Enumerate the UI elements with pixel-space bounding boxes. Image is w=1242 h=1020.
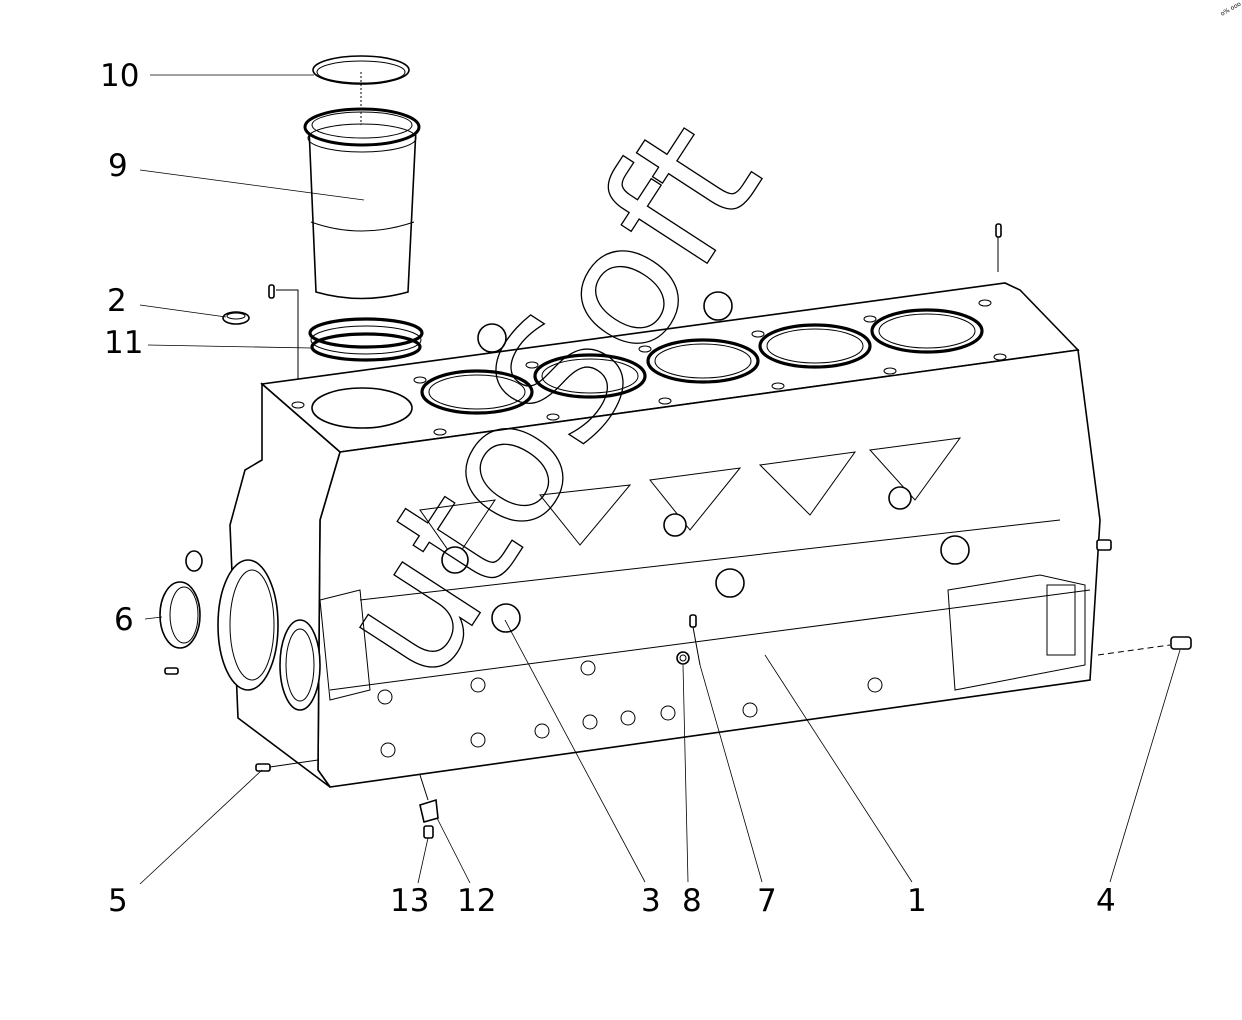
- liner-o-rings: [308, 317, 424, 362]
- leader-lines: [139, 74, 1181, 885]
- rear-seal-ring: [159, 550, 203, 675]
- callout-6: 6: [114, 602, 134, 638]
- callout-13: 13: [390, 883, 429, 919]
- callout-11: 11: [104, 325, 143, 361]
- drain-fitting: [419, 774, 439, 839]
- callout-2: 2: [107, 283, 127, 319]
- callout-1: 1: [907, 883, 927, 919]
- dowel-pin-right: [1097, 636, 1192, 656]
- callout-9: 9: [108, 148, 128, 184]
- liner-seal-ring: [312, 55, 410, 85]
- callout-7: 7: [757, 883, 777, 919]
- callout-labels: 10 9 2 11 6 5 13 12 3 8 7 1 4: [100, 58, 1116, 919]
- callout-8: 8: [682, 883, 702, 919]
- callout-10: 10: [100, 58, 139, 94]
- cylinder-bores: [311, 308, 984, 429]
- head-bolt-holes: [291, 299, 1007, 436]
- callout-12: 12: [457, 883, 496, 919]
- cylinder-liner: [303, 72, 421, 300]
- callout-5: 5: [108, 883, 128, 919]
- callout-3: 3: [641, 883, 661, 919]
- engine-block: [217, 223, 1101, 788]
- oil-jet-fitting: [676, 614, 701, 666]
- core-plug: [222, 284, 299, 380]
- dowel-pin-left: [255, 539, 1112, 772]
- callout-4: 4: [1096, 883, 1116, 919]
- corner-mark: o% ooo: [1220, 0, 1242, 17]
